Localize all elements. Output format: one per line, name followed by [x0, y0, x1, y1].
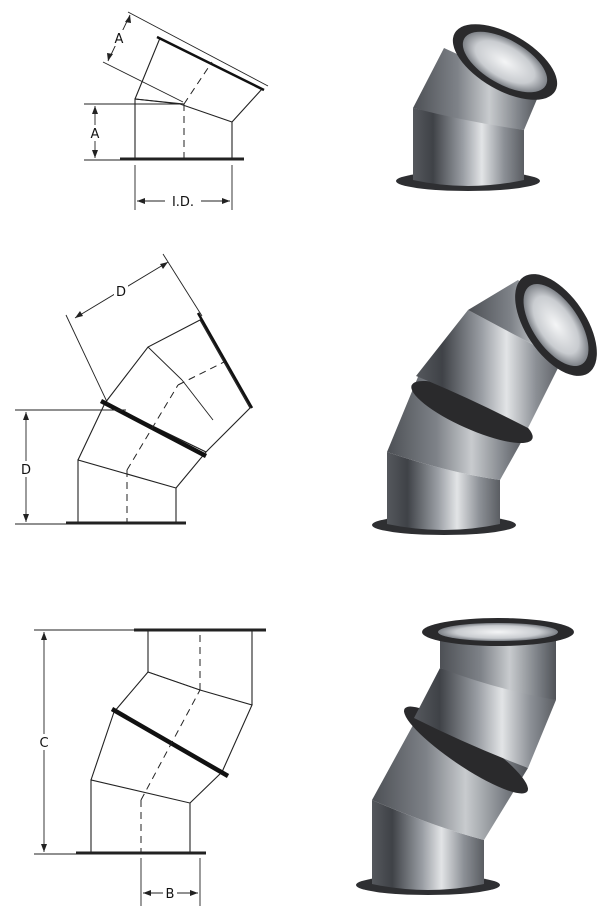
miter-line [147, 346, 183, 381]
elbow-2-section-render [396, 24, 558, 191]
extension-line [127, 11, 269, 87]
middle-flange-render [411, 380, 533, 444]
centerline-middle [140, 689, 201, 801]
upper-section-outline [104, 319, 251, 453]
arrowhead [222, 198, 230, 204]
middle-section-render [372, 716, 528, 840]
middle-flange [110, 707, 230, 778]
top-section-outline [147, 630, 253, 705]
arrowhead [41, 844, 47, 852]
centerline-upper [177, 361, 225, 386]
miter-line [147, 671, 201, 691]
miter-line [181, 379, 214, 421]
arrowhead [92, 150, 98, 158]
offset-elbow-render [356, 618, 574, 895]
upper-section-render [414, 668, 556, 768]
arrowhead [41, 632, 47, 640]
middle-flange-render [404, 706, 528, 794]
miter-line [134, 98, 185, 105]
arrowhead [143, 890, 151, 896]
elbow-3-section-drawing: D D [15, 253, 254, 525]
arrowhead [75, 311, 83, 318]
arrowhead [125, 15, 131, 23]
arrowhead [23, 412, 29, 420]
middle-flange [99, 399, 208, 458]
dim-label-c: C [39, 736, 48, 751]
extension-line [102, 61, 184, 103]
dim-label-a-side: A [91, 127, 100, 142]
dim-label-d-top: D [116, 285, 126, 300]
arrowhead [107, 53, 113, 61]
extension-line [65, 314, 109, 405]
dim-label-d-side: D [21, 463, 31, 478]
upper-section-render [416, 310, 562, 428]
lower-section-outline [90, 779, 191, 853]
offset-elbow-drawing: C B [34, 628, 266, 906]
arrowhead [190, 890, 198, 896]
top-flange [196, 312, 254, 409]
top-section-render [440, 632, 556, 700]
elbow-3-section-render [372, 274, 597, 535]
arrowhead [23, 514, 29, 522]
centerline-upper [183, 61, 213, 105]
extension-line [162, 253, 203, 317]
elbow-2-section-drawing: A A I.D. [84, 11, 269, 210]
pipe-bore [438, 623, 558, 641]
upper-section-render [413, 48, 540, 130]
dim-label-id: I.D. [172, 195, 194, 210]
arrowhead [137, 198, 145, 204]
dim-label-a-top: A [115, 32, 124, 47]
lower-section-render [387, 452, 500, 530]
pipe-bore [523, 283, 589, 367]
pipe-bore [462, 31, 548, 93]
arrowhead [92, 106, 98, 114]
centerline-middle [126, 384, 179, 471]
dim-label-b: B [166, 887, 175, 902]
lower-section-render [372, 800, 484, 890]
lower-section-render [413, 108, 524, 186]
arrowhead [160, 262, 168, 269]
middle-section-outline [90, 711, 223, 804]
